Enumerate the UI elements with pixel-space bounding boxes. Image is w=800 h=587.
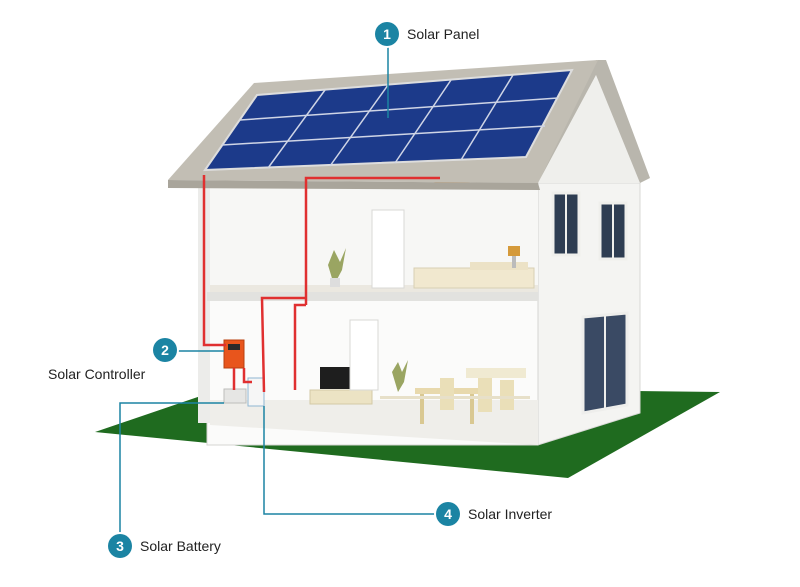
callout-solar-controller: 2: [153, 338, 177, 362]
floor-stripes: [380, 396, 530, 399]
chair: [440, 378, 454, 410]
gable-top: [538, 75, 640, 183]
chair: [500, 380, 514, 410]
ground-floor: [210, 400, 538, 445]
roof-edge: [538, 60, 650, 183]
bed: [413, 267, 535, 289]
tv: [320, 367, 356, 389]
solar-panel-array: [203, 68, 574, 172]
callout-solar-inverter: 4 Solar Inverter: [436, 502, 552, 526]
tv-stand: [309, 389, 373, 405]
label-solar-inverter: Solar Inverter: [468, 506, 553, 522]
badge-4: 4: [436, 502, 460, 526]
roof-eave: [168, 180, 540, 190]
door-upstairs: [371, 209, 405, 289]
chair: [478, 378, 492, 412]
label-solar-controller: Solar Controller: [48, 366, 146, 382]
badge-1: 1: [375, 22, 399, 46]
window-interior: [466, 368, 526, 378]
plant-downstairs: [392, 360, 408, 392]
door-downstairs: [349, 319, 379, 391]
callout-solar-battery: 3 Solar Battery: [108, 534, 221, 558]
callout-solar-panel: 1 Solar Panel: [375, 22, 479, 46]
label-solar-panel: Solar Panel: [407, 26, 480, 42]
badge-2: 2: [153, 338, 177, 362]
label-solar-battery: Solar Battery: [140, 538, 221, 554]
floor-slab: [207, 292, 538, 301]
solar-battery-device: [223, 388, 247, 404]
lamp-shade: [508, 246, 520, 256]
plant-upstairs: [328, 248, 346, 285]
badge-3: 3: [108, 534, 132, 558]
